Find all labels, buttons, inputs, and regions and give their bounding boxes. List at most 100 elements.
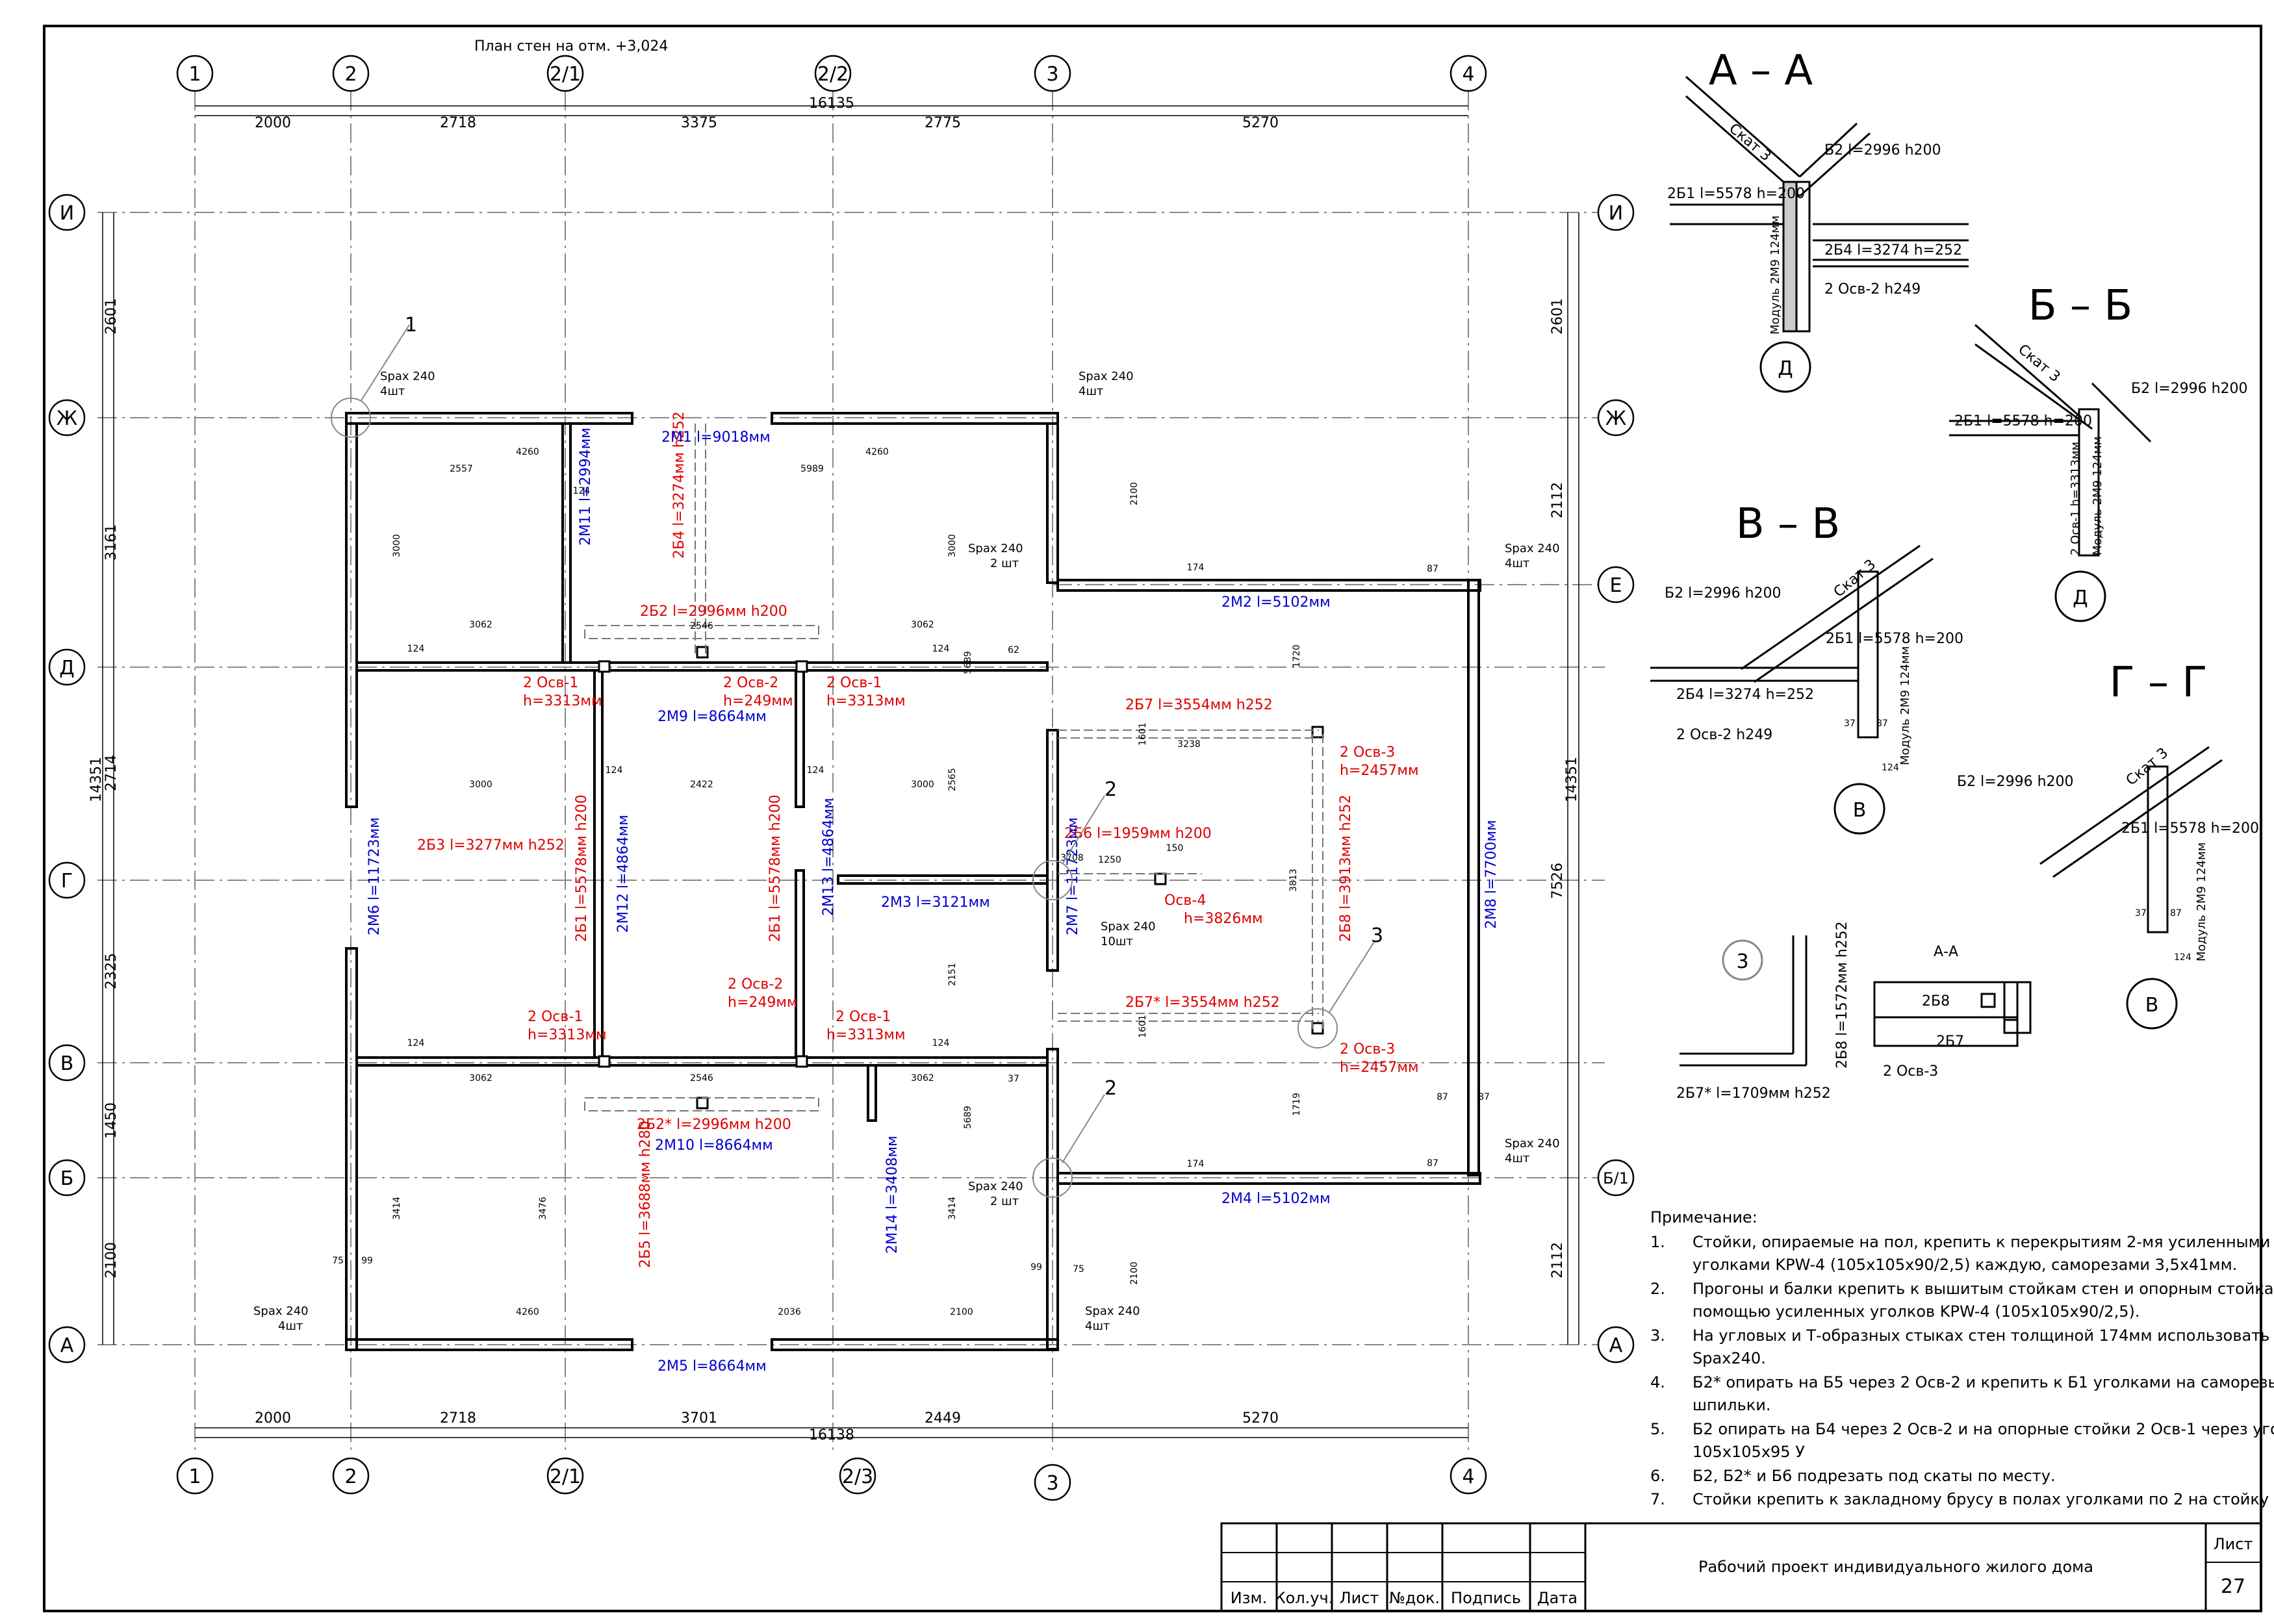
svg-text:2/1: 2/1	[550, 1465, 581, 1488]
right-dimensions: 2601 2112 7526 2112 14351	[1550, 298, 1580, 1278]
svg-text:2М11 l=2994мм: 2М11 l=2994мм	[578, 427, 594, 546]
svg-text:3062: 3062	[469, 620, 492, 630]
svg-text:2Б2* l=2996мм h200: 2Б2* l=2996мм h200	[637, 1117, 791, 1133]
svg-text:87: 87	[1427, 564, 1438, 574]
grid-lines	[97, 91, 1605, 1455]
svg-text:И: И	[1609, 202, 1623, 225]
svg-text:Б2 опирать на Б4 через 2 Осв-2: Б2 опирать на Б4 через 2 Осв-2 и на опор…	[1693, 1420, 2274, 1438]
svg-text:4.: 4.	[1650, 1373, 1665, 1391]
svg-text:Spax 240: Spax 240	[1079, 370, 1134, 383]
svg-text:2 Осв-2: 2 Осв-2	[723, 675, 778, 691]
notes: Примечание: 1. Стойки, опираемые на пол,…	[1650, 1208, 2274, 1508]
svg-text:h=2457мм: h=2457мм	[1340, 1059, 1419, 1076]
bottom-axis-labels: 1 2 2/1 2/3 3 4	[188, 1465, 1474, 1495]
svg-text:2112: 2112	[1550, 482, 1566, 518]
svg-text:2М3 l=3121мм: 2М3 l=3121мм	[881, 894, 990, 911]
svg-text:1601: 1601	[1138, 1015, 1148, 1038]
svg-text:3375: 3375	[681, 115, 717, 131]
svg-text:5689: 5689	[963, 1106, 973, 1129]
svg-text:37: 37	[1844, 718, 1856, 729]
svg-text:124: 124	[932, 644, 950, 654]
svg-text:16138: 16138	[809, 1427, 854, 1443]
svg-text:2601: 2601	[1550, 298, 1566, 335]
svg-text:99: 99	[361, 1256, 373, 1266]
svg-text:2Б7: 2Б7	[1936, 1034, 1964, 1050]
svg-text:3: 3	[1371, 924, 1383, 947]
section-aa: А – А Скат 3 Б2 l=2996 h200 2Б1 l=5578 h…	[1667, 47, 1969, 393]
svg-text:2000: 2000	[255, 1410, 291, 1427]
svg-text:Spax 240: Spax 240	[1505, 542, 1560, 555]
svg-text:2Б1 l=5578 h=200: 2Б1 l=5578 h=200	[1667, 186, 1805, 202]
svg-text:4шт: 4шт	[1505, 1152, 1529, 1165]
left-dimensions: 2601 3161 2714 2325 1450 2100 14351	[88, 298, 120, 1278]
svg-text:2718: 2718	[440, 1410, 476, 1427]
svg-text:124: 124	[573, 486, 591, 496]
svg-text:27: 27	[2221, 1575, 2245, 1598]
svg-text:174: 174	[1187, 1159, 1205, 1169]
svg-text:1719: 1719	[1292, 1093, 1302, 1116]
svg-text:2М10 l=8664мм: 2М10 l=8664мм	[655, 1137, 773, 1154]
svg-text:4шт: 4шт	[1079, 385, 1103, 398]
svg-text:1: 1	[188, 63, 201, 86]
svg-text:h=249мм: h=249мм	[728, 995, 798, 1011]
svg-text:2Б7* l=3554мм h252: 2Б7* l=3554мм h252	[1125, 995, 1280, 1011]
svg-text:2 Осв-1 h=3313мм: 2 Осв-1 h=3313мм	[2069, 442, 2082, 555]
svg-text:2: 2	[1105, 1077, 1117, 1100]
svg-text:75: 75	[332, 1256, 344, 1266]
svg-text:7.: 7.	[1650, 1490, 1665, 1508]
top-axis-markers	[176, 55, 1487, 92]
svg-text:Spax240.: Spax240.	[1693, 1349, 1766, 1367]
svg-text:87: 87	[2170, 908, 2182, 919]
svg-text:2565: 2565	[947, 768, 958, 791]
svg-text:1450: 1450	[103, 1102, 120, 1139]
svg-text:2Б1 l=5578мм h200: 2Б1 l=5578мм h200	[574, 794, 590, 942]
svg-text:Spax 240: Spax 240	[968, 542, 1023, 555]
svg-text:2 Осв-3: 2 Осв-3	[1340, 744, 1395, 761]
svg-text:4шт: 4шт	[380, 385, 405, 398]
svg-text:7526: 7526	[1550, 863, 1566, 899]
svg-text:124: 124	[2174, 952, 2191, 963]
svg-text:Б2 l=2996 h200: Б2 l=2996 h200	[1824, 142, 1941, 159]
svg-text:В: В	[1853, 799, 1867, 822]
svg-text:Б2, Б2* и Б6 подрезать под ска: Б2, Б2* и Б6 подрезать под скаты по мест…	[1693, 1467, 2056, 1485]
svg-text:124: 124	[407, 644, 425, 654]
svg-text:2М6 l=11723мм: 2М6 l=11723мм	[366, 817, 383, 935]
svg-text:А: А	[1609, 1334, 1623, 1357]
svg-text:3: 3	[1736, 950, 1748, 973]
svg-text:5270: 5270	[1242, 115, 1279, 131]
svg-text:уголками KPW-4 (105x105x90/2,5: уголками KPW-4 (105x105x90/2,5) каждую, …	[1693, 1256, 2237, 1274]
svg-text:5.: 5.	[1650, 1420, 1665, 1438]
svg-text:2 Осв-1: 2 Осв-1	[826, 675, 882, 691]
svg-text:5270: 5270	[1242, 1410, 1279, 1427]
svg-text:3000: 3000	[947, 534, 958, 557]
svg-text:2М13 l=4864мм: 2М13 l=4864мм	[821, 798, 837, 916]
svg-text:2718: 2718	[440, 115, 476, 131]
svg-text:2546: 2546	[690, 621, 713, 631]
svg-text:2 шт: 2 шт	[990, 1195, 1019, 1208]
svg-text:2.: 2.	[1650, 1280, 1665, 1298]
svg-text:2Б4 l=3274 h=252: 2Б4 l=3274 h=252	[1676, 687, 1814, 703]
svg-text:Скат 3: Скат 3	[1726, 120, 1774, 164]
svg-text:2036: 2036	[778, 1307, 801, 1317]
svg-text:124: 124	[407, 1038, 425, 1048]
svg-text:2 Осв-1: 2 Осв-1	[528, 1009, 583, 1025]
svg-text:4шт: 4шт	[278, 1319, 303, 1333]
svg-text:5989: 5989	[800, 464, 824, 474]
svg-text:2325: 2325	[103, 953, 120, 989]
svg-text:2Б1 l=5578 h=200: 2Б1 l=5578 h=200	[2121, 820, 2259, 837]
svg-text:2 шт: 2 шт	[990, 557, 1019, 570]
svg-text:2/2: 2/2	[817, 63, 849, 86]
top-dimensions: 2000 2718 3375 2775 5270 16135	[255, 95, 1279, 131]
svg-text:Spax 240: Spax 240	[968, 1180, 1023, 1193]
svg-text:3161: 3161	[103, 524, 120, 561]
svg-text:2Б2 l=2996мм h200: 2Б2 l=2996мм h200	[640, 603, 787, 620]
svg-text:2М4 l=5102мм: 2М4 l=5102мм	[1221, 1191, 1331, 1207]
bottom-dimensions: 2000 2718 3701 2449 5270 16138	[255, 1410, 1279, 1443]
svg-text:2Б4 l=3274мм h252: 2Б4 l=3274мм h252	[671, 411, 687, 559]
svg-text:2546: 2546	[690, 1073, 713, 1084]
callout-labels: 1 2 2 3	[405, 314, 1383, 1100]
svg-text:3000: 3000	[392, 534, 402, 557]
svg-text:Примечание:: Примечание:	[1650, 1208, 1757, 1226]
svg-text:5689: 5689	[963, 651, 973, 674]
svg-text:Б2 l=2996 h200: Б2 l=2996 h200	[1957, 774, 2074, 790]
